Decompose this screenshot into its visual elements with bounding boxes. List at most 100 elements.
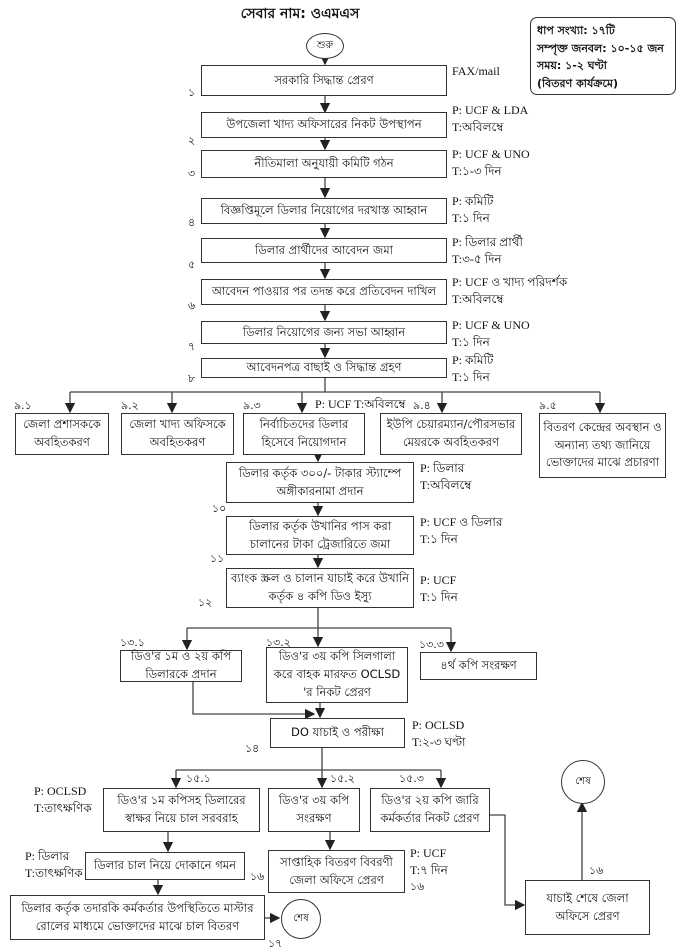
step-13-1-number: ১৩.১ xyxy=(120,636,145,649)
step-6-number: ৬ xyxy=(188,299,196,312)
step-16-dealer-note: P: ডিলার T:তাৎক্ষণিক xyxy=(25,848,83,883)
step-7-person: P: UCF & UNO xyxy=(452,318,530,332)
step-12-note: P: UCF T:১ দিন xyxy=(420,572,458,607)
step-3-number: ৩ xyxy=(188,167,196,180)
step-5-note: P: ডিলার প্রার্থী T:৩-৫ দিন xyxy=(452,234,523,269)
step-13-2-number: ১৩.২ xyxy=(266,636,291,649)
step-3-box: নীতিমালা অনুযায়ী কমিটি গঠন xyxy=(201,150,447,178)
step-9-3-number: ৯.৩ xyxy=(243,399,261,412)
step-2-box: উপজেলা খাদ্য অফিসারের নিকট উপস্থাপন xyxy=(201,112,447,138)
step-10-box: ডিলার কর্তৃক ৩০০/- টাকার স্ট্যাম্পে অঙ্গ… xyxy=(226,462,414,503)
step-9-5-number: ৯.৫ xyxy=(539,399,557,412)
step-15-3-number: ১৫.৩ xyxy=(399,772,424,785)
step-15-1-number: ১৫.১ xyxy=(186,772,211,785)
manpower: সম্পৃক্ত জনবল: ১০-১৫ জন xyxy=(537,41,664,55)
step-8-time: T:১ দিন xyxy=(452,370,490,385)
step-9-1-box: জেলা প্রশাসককে অবহিতকরণ xyxy=(15,413,109,455)
step-9-3-box: নির্বাচিতদের ডিলার হিসেবে নিয়োগদান xyxy=(243,413,365,455)
step-4-time: T:১ দিন xyxy=(452,211,490,226)
step-16-report-person: P: UCF xyxy=(410,846,447,860)
step-5-person: P: ডিলার প্রার্থী xyxy=(452,235,523,249)
step-1-number: ১ xyxy=(188,86,196,99)
step-16-dealer-person: P: ডিলার xyxy=(25,849,70,863)
step-4-person: P: কমিটি xyxy=(452,194,494,208)
step-11-person: P: UCF ও ডিলার xyxy=(420,515,503,529)
step-9-4-box: ইউপি চেয়ারম্যান/পৌরসভার মেয়রকে অবহিতকর… xyxy=(380,413,522,455)
start-node: শুরু xyxy=(306,33,344,59)
step-count: ধাপ সংখ্যা: ১৭টি xyxy=(537,24,615,37)
end-node-right: শেষ xyxy=(561,760,605,804)
step-16-report-box: সাপ্তাহিক বিতরণ বিবরণী জেলা অফিসে প্রেরণ xyxy=(268,850,405,893)
step-6-time: T:অবিলম্বে xyxy=(452,292,504,307)
step-15-1-person: P: OCLSD xyxy=(34,784,87,798)
time-required: সময়: ১-২ ঘণ্টা xyxy=(537,59,607,73)
step-11-number: ১১ xyxy=(210,552,225,565)
step-5-box: ডিলার প্রার্থীদের আবেদন জমা xyxy=(201,238,447,263)
step-6-person: P: UCF ও খাদ্য পরিদর্শক xyxy=(452,275,568,289)
step-8-number: ৮ xyxy=(188,372,196,385)
step-16-report-number: ১৬ xyxy=(410,880,425,893)
step-6-note: P: UCF ও খাদ্য পরিদর্শক T:অবিলম্বে xyxy=(452,274,567,309)
step-3-time: T:১-৩ দিন xyxy=(452,164,502,179)
step-15-3-box: ডিও'র ২য় কপি জারি কর্মকর্তার নিকট প্রের… xyxy=(370,788,490,832)
step-9-1-number: ৯.১ xyxy=(14,399,32,412)
step-8-note: P: কমিটি T:১ দিন xyxy=(452,352,493,387)
step-15-1-time: T:তাৎক্ষণিক xyxy=(34,801,92,816)
step-7-time: T:১ দিন xyxy=(452,335,490,350)
step-11-box: ডিলার কর্তৃক উখানির পাস করা চালানের টাকা… xyxy=(226,516,414,555)
step-15-1-note: P: OCLSD T:তাৎক্ষণিক xyxy=(34,783,92,818)
step-4-number: ৪ xyxy=(188,216,196,229)
step-13-3-number: ১৩.৩ xyxy=(419,638,444,651)
step-9-2-number: ৯.২ xyxy=(121,399,139,412)
step-2-number: ২ xyxy=(188,134,196,147)
step-5-time: T:৩-৫ দিন xyxy=(452,252,502,267)
step-3-person: P: UCF & UNO xyxy=(452,147,530,161)
step-14-number: ১৪ xyxy=(245,742,260,755)
step-16-dealer-box: ডিলার চাল নিয়ে দোকানে গমন xyxy=(85,852,245,880)
step-12-number: ১২ xyxy=(198,596,213,609)
step-16-dealer-time: T:তাৎক্ষণিক xyxy=(25,866,83,881)
step-13-3-box: ৪র্থ কপি সংরক্ষণ xyxy=(420,652,537,680)
info-note: (বিতরণ কার্যক্রমে) xyxy=(537,76,619,90)
step-15-1-box: ডিও'র ১ম কপিসহ ডিলারের স্বাক্ষর নিয়ে চা… xyxy=(103,788,260,832)
step-17-box: ডিলার কর্তৃক তদারকি কর্মকর্তার উপস্থিতিত… xyxy=(10,895,265,940)
page-title: সেবার নাম: ওএমএস xyxy=(240,6,360,22)
step-16-district-box: যাচাই শেষে জেলা অফিসে প্রেরণ xyxy=(525,880,650,935)
step-4-note: P: কমিটি T:১ দিন xyxy=(452,193,493,228)
step-1-note: FAX/mail xyxy=(452,63,500,80)
step-16-dealer-number: ১৬ xyxy=(250,870,265,883)
step-17-number: ১৭ xyxy=(268,937,283,950)
info-box: ধাপ সংখ্যা: ১৭টি সম্পৃক্ত জনবল: ১০-১৫ জন… xyxy=(530,17,676,95)
step-14-box: DO যাচাই ও পরীক্ষা xyxy=(270,718,405,748)
step-12-box: ব্যাংক স্ক্রল ও চালান যাচাই করে উখানি কর… xyxy=(226,568,414,608)
step-10-number: ১০ xyxy=(212,502,227,515)
step-12-person: P: UCF xyxy=(420,573,457,587)
step-13-2-box: ডিও'র ৩য় কপি সিলগালা করে বাহক মারফত OCL… xyxy=(266,647,408,703)
step-4-box: বিজ্ঞপ্তিমূলে ডিলার নিয়োগের দরখাস্ত আহ্… xyxy=(201,198,447,224)
step-2-time: T:অবিলম্বে xyxy=(452,120,504,135)
step-10-time: T:অবিলম্বে xyxy=(420,478,472,493)
step-9-2-box: জেলা খাদ্য অফিসকে অবহিতকরণ xyxy=(121,413,234,455)
step-12-time: T:১ দিন xyxy=(420,590,458,605)
step-9-note: P: UCF T:অবিলম্বে xyxy=(315,397,406,411)
end-node-bottom: শেষ xyxy=(281,899,321,939)
step-7-note: P: UCF & UNO T:১ দিন xyxy=(452,317,530,352)
step-13-1-box: ডিও'র ১ম ও ২য় কপি ডিলারকে প্রদান xyxy=(120,649,242,682)
step-6-box: আবেদন পাওয়ার পর তদন্ত করে প্রতিবেদন দাখ… xyxy=(201,279,447,305)
step-15-2-number: ১৫.২ xyxy=(330,772,355,785)
step-9-5-box: বিতরণ কেন্দ্রের অবস্থান ও অন্যান্য তথ্য … xyxy=(539,413,666,478)
step-14-time: T:২-৩ ঘণ্টা xyxy=(412,735,466,750)
step-11-note: P: UCF ও ডিলার T:১ দিন xyxy=(420,514,502,549)
step-8-person: P: কমিটি xyxy=(452,353,494,367)
step-2-person: P: UCF & LDA xyxy=(452,103,529,117)
step-11-time: T:১ দিন xyxy=(420,532,458,547)
step-5-number: ৫ xyxy=(188,258,196,271)
step-7-box: ডিলার নিয়োগের জন্য সভা আহ্বান xyxy=(201,321,447,344)
step-1-box: সরকারি সিদ্ধান্ত প্রেরণ xyxy=(201,65,447,96)
step-15-2-box: ডিও'র ৩য় কপি সংরক্ষণ xyxy=(268,788,360,832)
